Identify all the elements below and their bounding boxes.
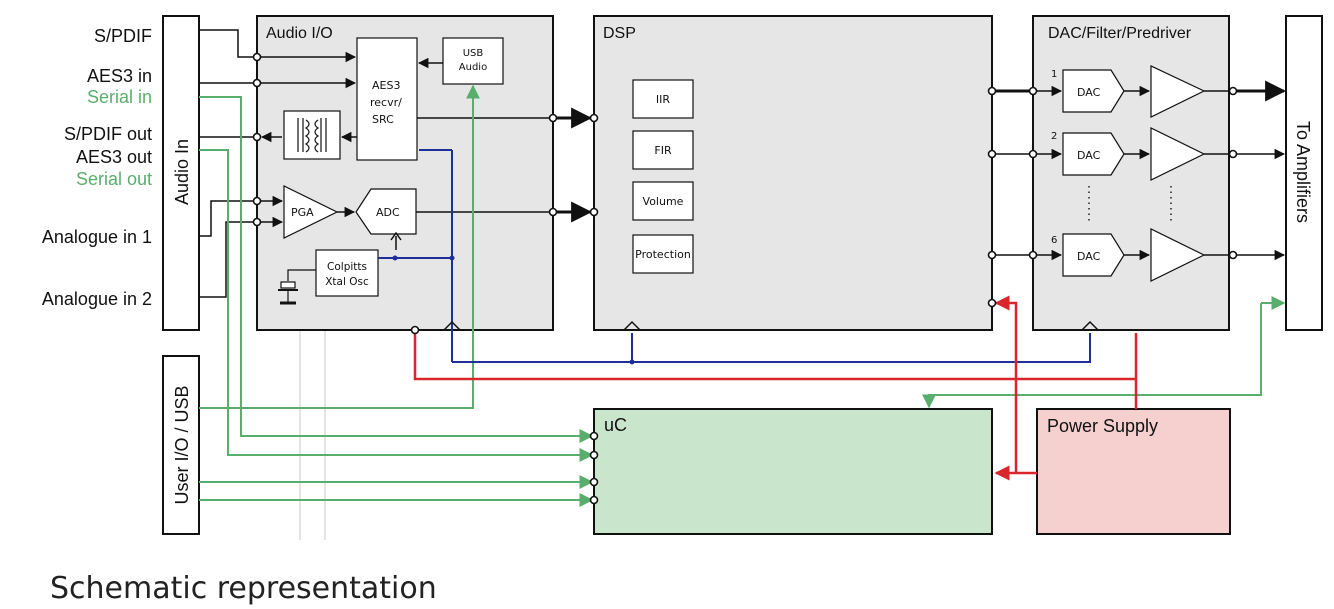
uc-block: uC: [593, 408, 993, 535]
svg-text:PGA: PGA: [291, 206, 314, 219]
dsp-title: DSP: [603, 25, 636, 42]
dac-filter-title: DAC/Filter/Predriver: [1048, 25, 1192, 42]
audio-io-title: Audio I/O: [266, 25, 333, 42]
svg-text:Protection: Protection: [635, 248, 691, 261]
transformer-icon: [283, 110, 341, 160]
bus-arrows: [553, 80, 1287, 261]
dsp-block: DSP: [593, 15, 993, 331]
user-io-usb-connector: User I/O / USB: [162, 355, 200, 535]
to-amplifiers-connector: To Amplifiers: [1285, 15, 1323, 331]
spdif-label: S/PDIF: [94, 26, 152, 46]
aes3-out-label: AES3 out: [76, 147, 152, 167]
svg-text:recvr/: recvr/: [370, 96, 402, 109]
serial-in-label: Serial in: [87, 87, 152, 107]
junction-circles: [252, 52, 1238, 505]
svg-text:1: 1: [1051, 69, 1057, 80]
black-wires: [199, 29, 1233, 298]
crystal-icon: [278, 269, 316, 305]
svg-text:SRC: SRC: [372, 113, 394, 126]
dac-channel-1: 1 DAC: [1051, 65, 1206, 118]
analogue-in-2-label: Analogue in 2: [42, 289, 152, 309]
aes3-receiver: AES3 recvr/ SRC: [356, 37, 418, 161]
usb-audio-box: USB Audio: [442, 37, 504, 85]
dac-channel-6: 6 DAC: [1051, 228, 1206, 282]
svg-text:Xtal Osc: Xtal Osc: [325, 276, 369, 288]
audio-in-label: Audio In: [172, 139, 192, 205]
svg-text:DAC: DAC: [1077, 250, 1101, 263]
svg-text:Colpitts: Colpitts: [327, 261, 367, 273]
svg-text:Volume: Volume: [643, 195, 684, 208]
uc-title: uC: [604, 415, 627, 435]
svg-text:DAC: DAC: [1077, 86, 1101, 99]
diagram-caption: Schematic representation: [50, 571, 437, 606]
svg-text:FIR: FIR: [654, 144, 672, 157]
dsp-iir-box: IIR: [632, 79, 694, 119]
svg-text:DAC: DAC: [1077, 149, 1101, 162]
serial-out-label: Serial out: [76, 169, 152, 189]
user-io-usb-label: User I/O / USB: [172, 385, 192, 504]
audio-in-connector: Audio In: [162, 15, 200, 331]
red-wires: [413, 295, 1138, 481]
adc-box: ADC: [355, 188, 417, 235]
svg-text:IIR: IIR: [656, 93, 670, 106]
blue-dots: [392, 255, 635, 365]
dac-channel-2: 2 DAC: [1051, 127, 1206, 181]
svg-text:ADC: ADC: [376, 206, 400, 219]
analogue-in-1-label: Analogue in 1: [42, 227, 152, 247]
input-labels: S/PDIF AES3 in Serial in S/PDIF out AES3…: [42, 26, 152, 309]
green-wires: [199, 84, 1286, 507]
svg-text:2: 2: [1051, 131, 1057, 142]
clock-input-markers: [443, 320, 1099, 331]
colpitts-osc-box: Colpitts Xtal Osc: [315, 249, 379, 297]
dsp-volume-box: Volume: [632, 181, 694, 221]
dac-ellipsis: [1088, 186, 1172, 224]
svg-text:AES3: AES3: [372, 79, 400, 92]
power-supply-block: Power Supply: [1036, 408, 1231, 535]
to-amplifiers-label: To Amplifiers: [1293, 121, 1313, 223]
pga-amplifier: PGA: [283, 185, 339, 239]
dsp-protection-box: Protection: [632, 234, 694, 274]
svg-text:Audio: Audio: [459, 62, 487, 73]
aes3-in-label: AES3 in: [87, 66, 152, 86]
spdif-out-label: S/PDIF out: [64, 124, 152, 144]
power-supply-title: Power Supply: [1047, 416, 1158, 436]
svg-text:USB: USB: [463, 48, 484, 59]
svg-text:6: 6: [1051, 235, 1057, 246]
dsp-fir-box: FIR: [632, 130, 694, 170]
